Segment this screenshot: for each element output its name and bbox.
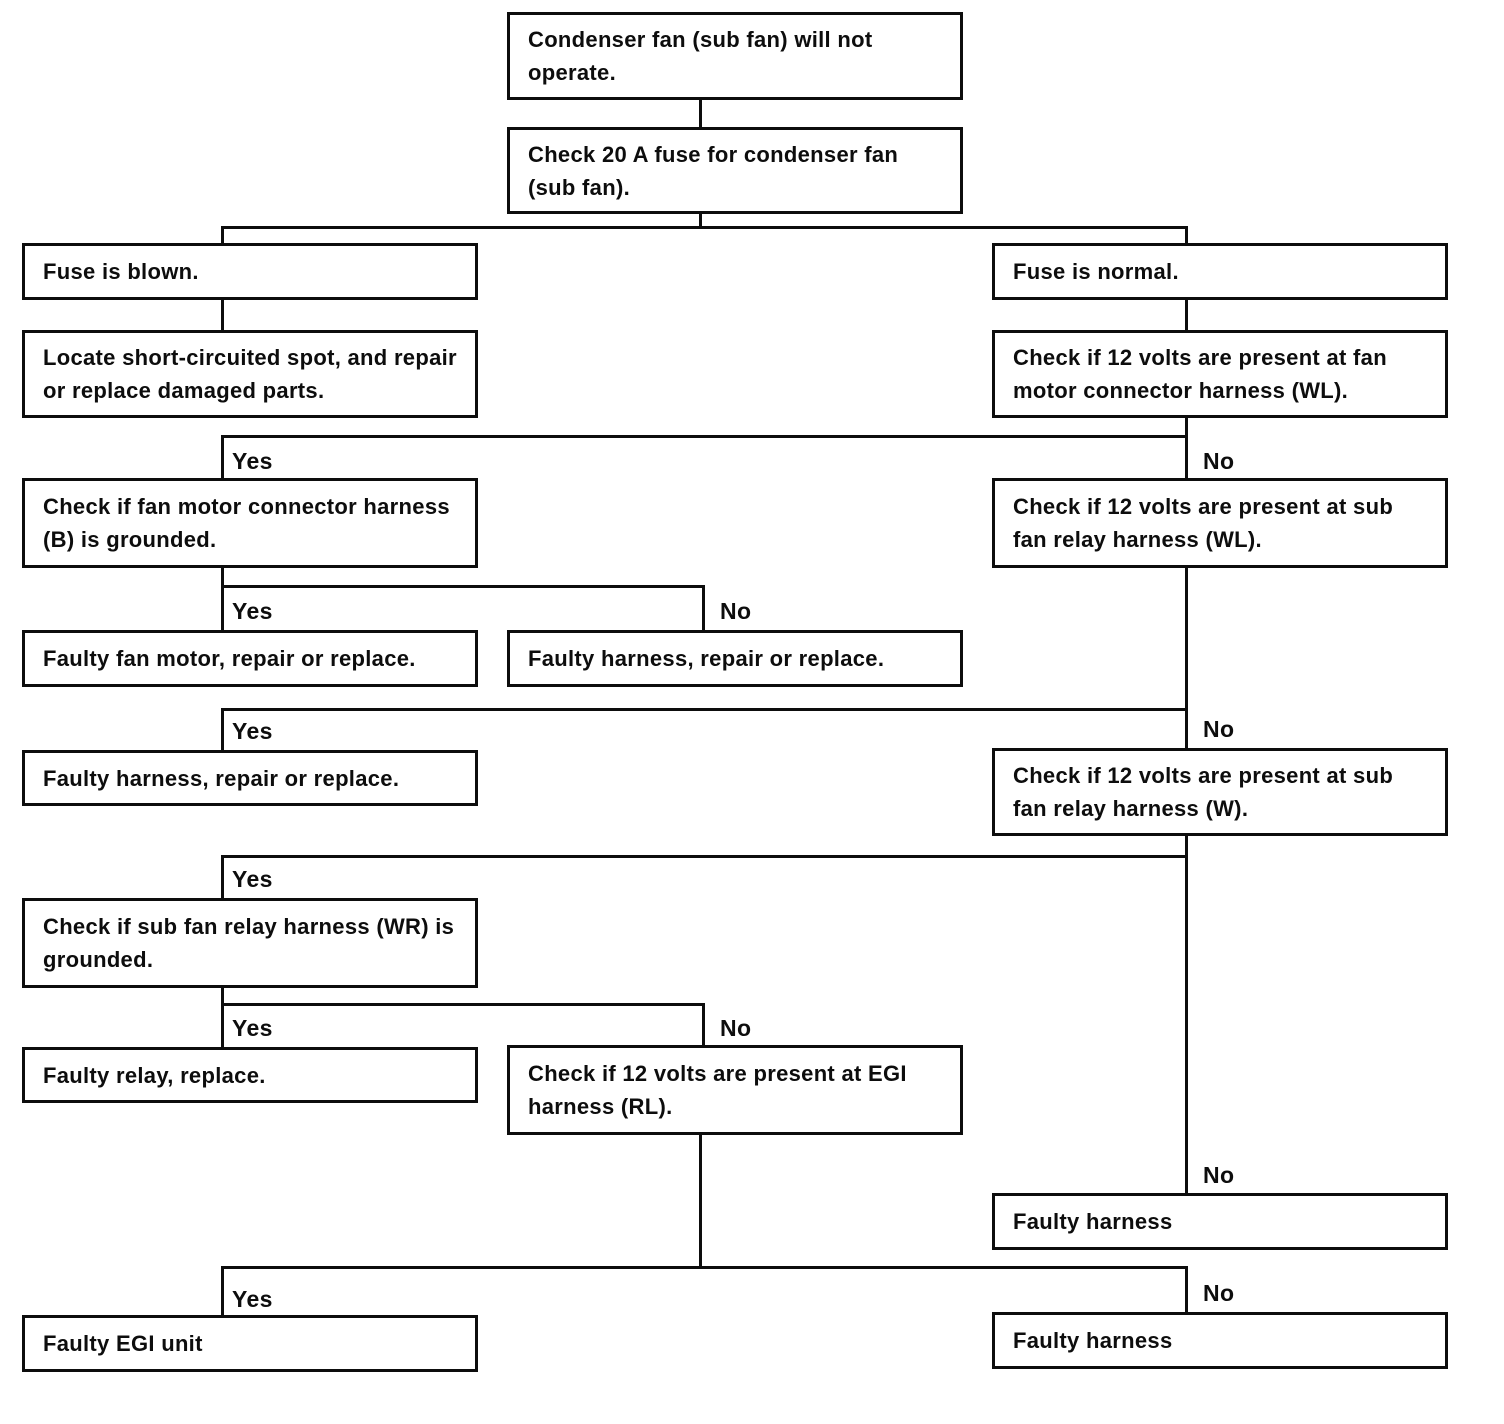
connector-line: [699, 214, 702, 228]
node-text: Check if fan motor connector harness (B)…: [43, 494, 450, 552]
branch-label-no: No: [1203, 1162, 1235, 1188]
node-faulty-relay: Faulty relay, replace.: [22, 1047, 478, 1103]
connector-line: [702, 1003, 705, 1047]
node-faulty-harness-2: Faulty harness: [992, 1312, 1448, 1369]
connector-line: [699, 1135, 702, 1269]
node-fuse-blown: Fuse is blown.: [22, 243, 478, 300]
node-fuse-normal: Fuse is normal.: [992, 243, 1448, 300]
connector-line: [221, 585, 224, 632]
connector-line: [1185, 226, 1188, 245]
node-text: Condenser fan (sub fan) will not operate…: [528, 27, 873, 85]
branch-label-yes: Yes: [232, 448, 273, 474]
branch-label-no: No: [1203, 448, 1235, 474]
node-faulty-harness-1: Faulty harness: [992, 1193, 1448, 1250]
connector-line: [221, 1003, 705, 1006]
connector-line: [221, 226, 224, 245]
connector-line: [221, 435, 1188, 438]
connector-line: [1185, 568, 1188, 710]
node-text: Faulty harness, repair or replace.: [43, 765, 400, 791]
connector-line: [221, 1266, 224, 1317]
node-check-wr-grounded: Check if sub fan relay harness (WR) is g…: [22, 898, 478, 988]
branch-label-no: No: [1203, 716, 1235, 742]
connector-line: [221, 568, 224, 587]
node-text: Check if sub fan relay harness (WR) is g…: [43, 914, 455, 972]
branch-label-no: No: [720, 1015, 752, 1041]
node-check-12v-fan-motor: Check if 12 volts are present at fan mot…: [992, 330, 1448, 418]
node-text: Fuse is blown.: [43, 259, 199, 284]
branch-label-yes: Yes: [232, 598, 273, 624]
connector-line: [221, 1266, 1188, 1269]
node-text: Fuse is normal.: [1013, 259, 1179, 284]
node-text: Check if 12 volts are present at fan mot…: [1013, 345, 1387, 403]
connector-line: [221, 708, 224, 752]
node-text: Faulty harness: [1013, 1328, 1173, 1353]
node-faulty-harness-repair-1: Faulty harness, repair or replace.: [507, 630, 963, 687]
connector-line: [221, 855, 224, 900]
node-text: Faulty relay, replace.: [43, 1062, 266, 1088]
node-check-fan-motor-grounded: Check if fan motor connector harness (B)…: [22, 478, 478, 568]
connector-line: [1185, 435, 1188, 480]
connector-line: [221, 300, 224, 332]
node-faulty-harness-repair-2: Faulty harness, repair or replace.: [22, 750, 478, 806]
connector-line: [221, 435, 224, 480]
node-check-fuse: Check 20 A fuse for condenser fan (sub f…: [507, 127, 963, 214]
node-text: Locate short-circuited spot, and repair …: [43, 345, 457, 403]
node-check-12v-subfan-relay-w: Check if 12 volts are present at sub fan…: [992, 748, 1448, 836]
node-text: Check 20 A fuse for condenser fan (sub f…: [528, 141, 899, 200]
node-text: Check if 12 volts are present at sub fan…: [1013, 763, 1394, 821]
connector-line: [1185, 300, 1188, 332]
branch-label-yes: Yes: [232, 1015, 273, 1041]
branch-label-yes: Yes: [232, 866, 273, 892]
connector-line: [221, 585, 705, 588]
node-check-12v-subfan-relay-wl: Check if 12 volts are present at sub fan…: [992, 478, 1448, 568]
connector-line: [1185, 836, 1188, 857]
node-text: Faulty harness: [1013, 1209, 1173, 1234]
branch-label-yes: Yes: [232, 1286, 273, 1312]
node-check-12v-egi-rl: Check if 12 volts are present at EGI har…: [507, 1045, 963, 1135]
node-text: Faulty EGI unit: [43, 1331, 203, 1356]
connector-line: [221, 855, 1188, 858]
connector-line: [702, 585, 705, 632]
connector-line: [221, 226, 1188, 229]
branch-label-no: No: [720, 598, 752, 624]
branch-label-yes: Yes: [232, 718, 273, 744]
branch-label-no: No: [1203, 1280, 1235, 1306]
connector-line: [1185, 708, 1188, 750]
connector-line: [221, 988, 224, 1005]
node-text: Check if 12 volts are present at EGI har…: [528, 1061, 907, 1119]
connector-line: [221, 1003, 224, 1049]
node-faulty-egi-unit: Faulty EGI unit: [22, 1315, 478, 1372]
node-text: Faulty harness, repair or replace.: [528, 646, 885, 671]
connector-line: [1185, 1266, 1188, 1314]
connector-line: [1185, 418, 1188, 437]
node-text: Check if 12 volts are present at sub fan…: [1013, 494, 1394, 552]
connector-line: [221, 708, 1188, 711]
connector-line: [1185, 855, 1188, 1195]
node-start: Condenser fan (sub fan) will not operate…: [507, 12, 963, 100]
node-text: Faulty fan motor, repair or replace.: [43, 646, 416, 671]
node-locate-short-circuit: Locate short-circuited spot, and repair …: [22, 330, 478, 418]
node-faulty-fan-motor: Faulty fan motor, repair or replace.: [22, 630, 478, 687]
connector-line: [699, 100, 702, 128]
